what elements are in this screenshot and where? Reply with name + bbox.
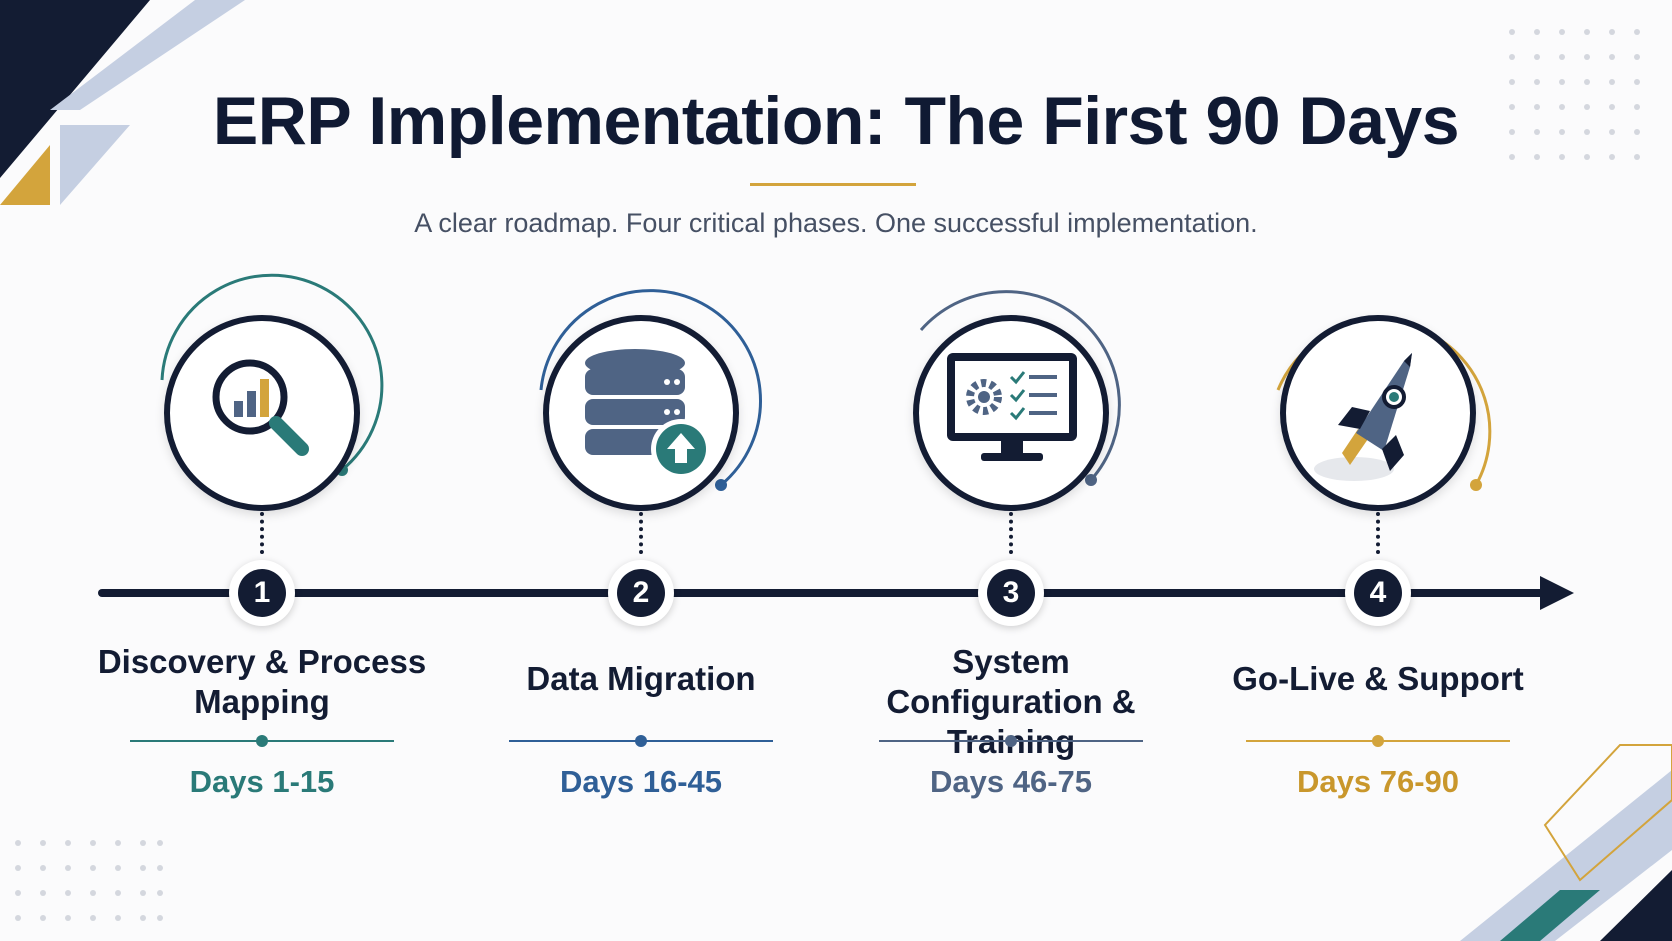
phase-title: Discovery & Process Mapping (97, 643, 427, 720)
phase-divider (509, 735, 773, 747)
rocket-icon (1314, 353, 1412, 481)
phase-days: Days 46-75 (929, 764, 1092, 799)
monitor-settings-checklist-icon (947, 353, 1077, 461)
phase-icon-circle (164, 315, 360, 511)
corner-shape-lightblue (60, 125, 130, 205)
connector-stem (639, 512, 643, 554)
timeline-arrowhead-icon (1540, 576, 1574, 610)
phase-days: Days 1-15 (189, 764, 335, 799)
connector-stem (1376, 512, 1380, 554)
magnifier-bar-chart-icon (212, 359, 309, 456)
connector-stem (1009, 512, 1013, 554)
phase-title: Go-Live & Support (1232, 660, 1524, 697)
step-number: 4 (1354, 569, 1402, 617)
step-number-badge: 3 (978, 560, 1044, 626)
corner-shape-lightblue (1460, 770, 1672, 941)
database-upload-icon (585, 349, 711, 479)
step-number-badge: 1 (229, 560, 295, 626)
step-number-badge: 4 (1345, 560, 1411, 626)
step-number: 3 (987, 569, 1035, 617)
corner-shape-navy (1600, 870, 1672, 941)
dot-grid-bottom-left (15, 840, 163, 921)
phase-icon-circle (913, 315, 1109, 511)
phase-title: Data Migration (526, 660, 756, 697)
step-number: 1 (238, 569, 286, 617)
phase-days: Days 16-45 (559, 764, 722, 799)
phase-divider (879, 735, 1143, 747)
page-subtitle: A clear roadmap. Four critical phases. O… (414, 208, 1258, 238)
corner-shape-outline (1543, 744, 1672, 882)
phase-days: Days 76-90 (1296, 764, 1459, 799)
dot-grid-top-right (1509, 29, 1640, 160)
corner-shape-lightblue (50, 0, 245, 110)
progress-arc (539, 289, 762, 491)
corner-shape-navy (0, 0, 150, 178)
phase-divider (130, 735, 394, 747)
corner-shape-gold (0, 145, 50, 205)
corner-shape-teal (1500, 890, 1600, 941)
step-number-badge: 2 (608, 560, 674, 626)
phase-icon-circle (543, 315, 739, 511)
progress-arc (919, 290, 1121, 486)
connector-stem (260, 512, 264, 554)
timeline-line (98, 589, 1548, 597)
page-title: ERP Implementation: The First 90 Days (212, 83, 1460, 159)
title-underline (750, 183, 916, 186)
step-number: 2 (617, 569, 665, 617)
phase-icon-circle (1280, 315, 1476, 511)
phase-divider (1246, 735, 1510, 747)
